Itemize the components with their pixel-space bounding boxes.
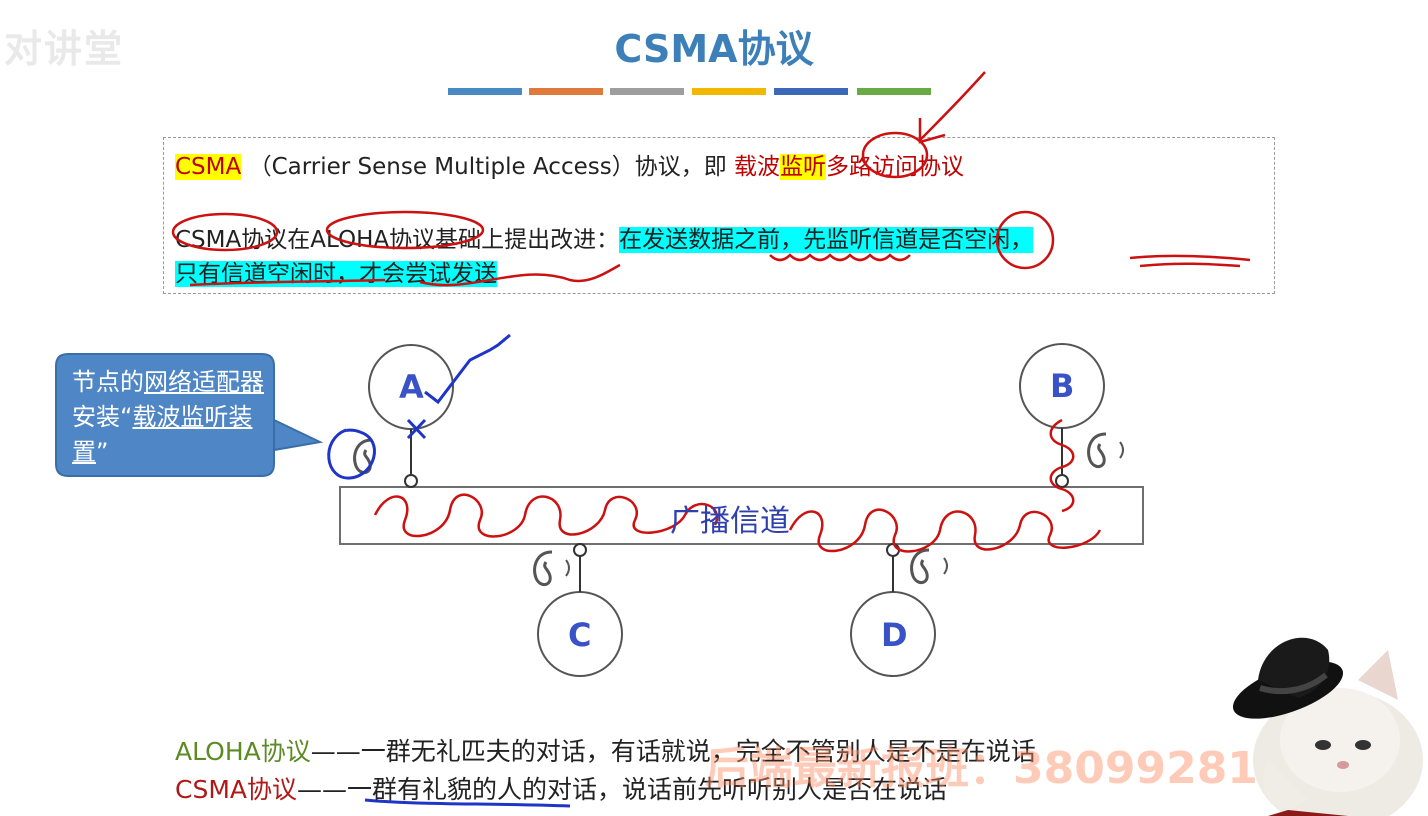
aloha-comparison: ALOHA协议——一群无礼匹夫的对话，有话就说，完全不管别人是不是在说话 [175, 732, 1036, 768]
color-bar-2 [529, 88, 603, 95]
improvement-highlight-a: 在发送数据之前，先监听信道是否空闲， [619, 227, 1034, 253]
csma-term: CSMA [175, 154, 242, 180]
improvement-highlight-b: 只有信道空闲时，才会尝试发送 [175, 261, 497, 287]
callout-part-1: 节点的 [72, 368, 144, 396]
color-bar-6 [857, 88, 931, 95]
ear-icon-a [353, 438, 373, 474]
ear-icon-b [1087, 432, 1124, 468]
callout-part-4: 载波监听装置 [72, 403, 253, 466]
callout-part-3: 安装“ [72, 403, 133, 431]
color-bar-1 [448, 88, 522, 95]
aloha-dash: —— [310, 737, 361, 766]
csma-comparison: CSMA协议——一群有礼貌的人的对话，说话前先听听别人是否在说话 [175, 770, 947, 806]
aloha-name: ALOHA协议 [175, 737, 311, 766]
aloha-desc: 一群无礼匹夫的对话，有话就说，完全不管别人是不是在说话 [360, 737, 1036, 766]
callout-part-5: ” [96, 438, 109, 466]
definition-box [163, 137, 1275, 294]
node-b-label: B [1050, 367, 1075, 405]
ear-icon-d [910, 548, 948, 584]
node-d-port [886, 543, 900, 557]
color-bar-3 [610, 88, 684, 95]
cat-sticker-image [1232, 637, 1423, 816]
node-d-label: D [881, 616, 908, 654]
definition-line-3: 只有信道空闲时，才会尝试发送 [175, 254, 497, 288]
callout-part-2: 网络适配器 [144, 368, 264, 396]
callout-text: 节点的网络适配器安装“载波监听装置” [72, 365, 272, 470]
csma-expansion: （Carrier Sense Multiple Access）协议，即 [248, 154, 735, 180]
ear-icon-c [533, 550, 570, 586]
definition-line-1: CSMA （Carrier Sense Multiple Access）协议，即… [175, 147, 964, 181]
color-bar-4 [692, 88, 766, 95]
meaning-part-b: 多路访问协议 [826, 154, 965, 180]
node-a-port [404, 474, 418, 488]
csma-dash: —— [297, 775, 347, 804]
promo-watermark: 后端最新报班：380992810 [705, 743, 1289, 794]
slide-title: CSMA协议 [614, 27, 814, 71]
node-c-port [573, 543, 587, 557]
broadcast-channel-label: 广播信道 [670, 504, 790, 539]
definition-line-2: CSMA协议在ALOHA协议基础上提出改进：在发送数据之前，先监听信道是否空闲， [175, 220, 1034, 254]
logo-watermark: 对讲堂 [4, 27, 125, 71]
csma-desc: 一群有礼貌的人的对话，说话前先听听别人是否在说话 [347, 775, 948, 804]
meaning-highlight: 监听 [780, 154, 827, 180]
csma-name: CSMA协议 [175, 775, 297, 804]
node-a-label: A [399, 368, 424, 406]
improvement-prefix: CSMA协议在ALOHA协议基础上提出改进： [175, 227, 620, 253]
node-b-port [1055, 474, 1069, 488]
node-c-label: C [568, 616, 592, 654]
color-bar-5 [774, 88, 848, 95]
meaning-part-a: 载波 [734, 154, 781, 180]
